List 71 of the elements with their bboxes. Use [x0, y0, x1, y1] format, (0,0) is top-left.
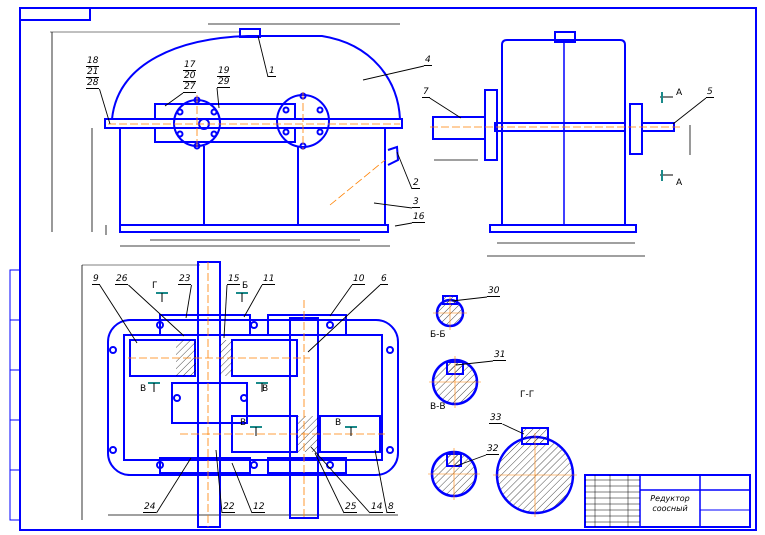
callout-number: 24: [143, 502, 156, 513]
leader-line: [99, 88, 110, 124]
callout-number: 17: [183, 60, 196, 71]
leader-line: [216, 450, 222, 514]
callout-number: 25: [344, 502, 358, 513]
leader-line: [224, 284, 228, 338]
callout-number: 31: [493, 350, 506, 361]
leader-line: [452, 296, 488, 302]
section-letter: А: [676, 178, 682, 188]
leader-line: [672, 98, 706, 124]
leader-line: [232, 462, 252, 514]
drawing-title: Редуктор соосный: [649, 494, 691, 514]
leader-line: [374, 202, 412, 208]
leader-line: [502, 424, 524, 434]
leader-line: [99, 284, 138, 344]
callout-number: 27: [183, 82, 196, 93]
section-letter: А: [676, 88, 682, 98]
callout-number: 3: [412, 197, 420, 208]
callout-number: 21: [86, 67, 100, 78]
leader-line: [429, 98, 462, 118]
callout-number: 26: [115, 274, 128, 285]
callout-number: 8: [387, 502, 395, 513]
section-letter: В: [335, 418, 342, 428]
callout-number: 4: [424, 55, 432, 66]
leader-line: [244, 284, 262, 318]
callout-number: 1: [268, 66, 276, 77]
callout-number: 29: [217, 77, 230, 88]
section-letter: В: [262, 384, 268, 394]
leader-line: [456, 454, 486, 466]
leader-line: [330, 284, 352, 316]
callout-number: 20: [183, 71, 196, 82]
leader-line: [394, 222, 412, 226]
leader-line: [128, 284, 184, 336]
callout-number: 11: [262, 274, 276, 285]
callout-number: 28: [86, 78, 100, 89]
callout-number: 7: [422, 87, 430, 98]
section-letter: В: [140, 384, 146, 394]
callout-number: 2: [412, 178, 420, 189]
callout-number: 22: [222, 502, 236, 513]
leader-line: [216, 88, 220, 108]
section-title: В-В: [430, 402, 446, 412]
callout-number: 15: [227, 274, 240, 285]
callout-number: 19: [217, 66, 230, 77]
callout-number: 16: [412, 212, 426, 223]
leader-line: [156, 458, 192, 514]
callout-number: 12: [252, 502, 266, 513]
leader-line: [374, 450, 388, 514]
leader-line: [396, 152, 412, 190]
callout-number: 18: [86, 56, 100, 67]
leader-line: [310, 446, 370, 514]
callout-number: 9: [92, 274, 100, 285]
leader-line: [186, 284, 192, 318]
section-title: Г-Г: [520, 390, 534, 400]
leader-line: [258, 36, 268, 78]
callout-number: 33: [489, 413, 502, 424]
leader-line: [314, 452, 344, 514]
leader-line: [362, 66, 424, 80]
callout-number: 32: [486, 444, 500, 455]
callout-number: 5: [706, 87, 714, 98]
leader-line: [308, 284, 380, 352]
callout-number: 10: [352, 274, 366, 285]
callout-number: 23: [178, 274, 192, 285]
callout-number: 14: [370, 502, 384, 513]
callout-number: 6: [380, 274, 388, 285]
section-letter: Г: [152, 281, 158, 291]
callout-number: 30: [487, 286, 500, 297]
section-letter: В: [240, 418, 246, 428]
section-letter: Б: [242, 281, 248, 291]
section-title: Б-Б: [430, 330, 446, 340]
leader-line: [456, 360, 494, 366]
leader-line: [164, 92, 184, 106]
